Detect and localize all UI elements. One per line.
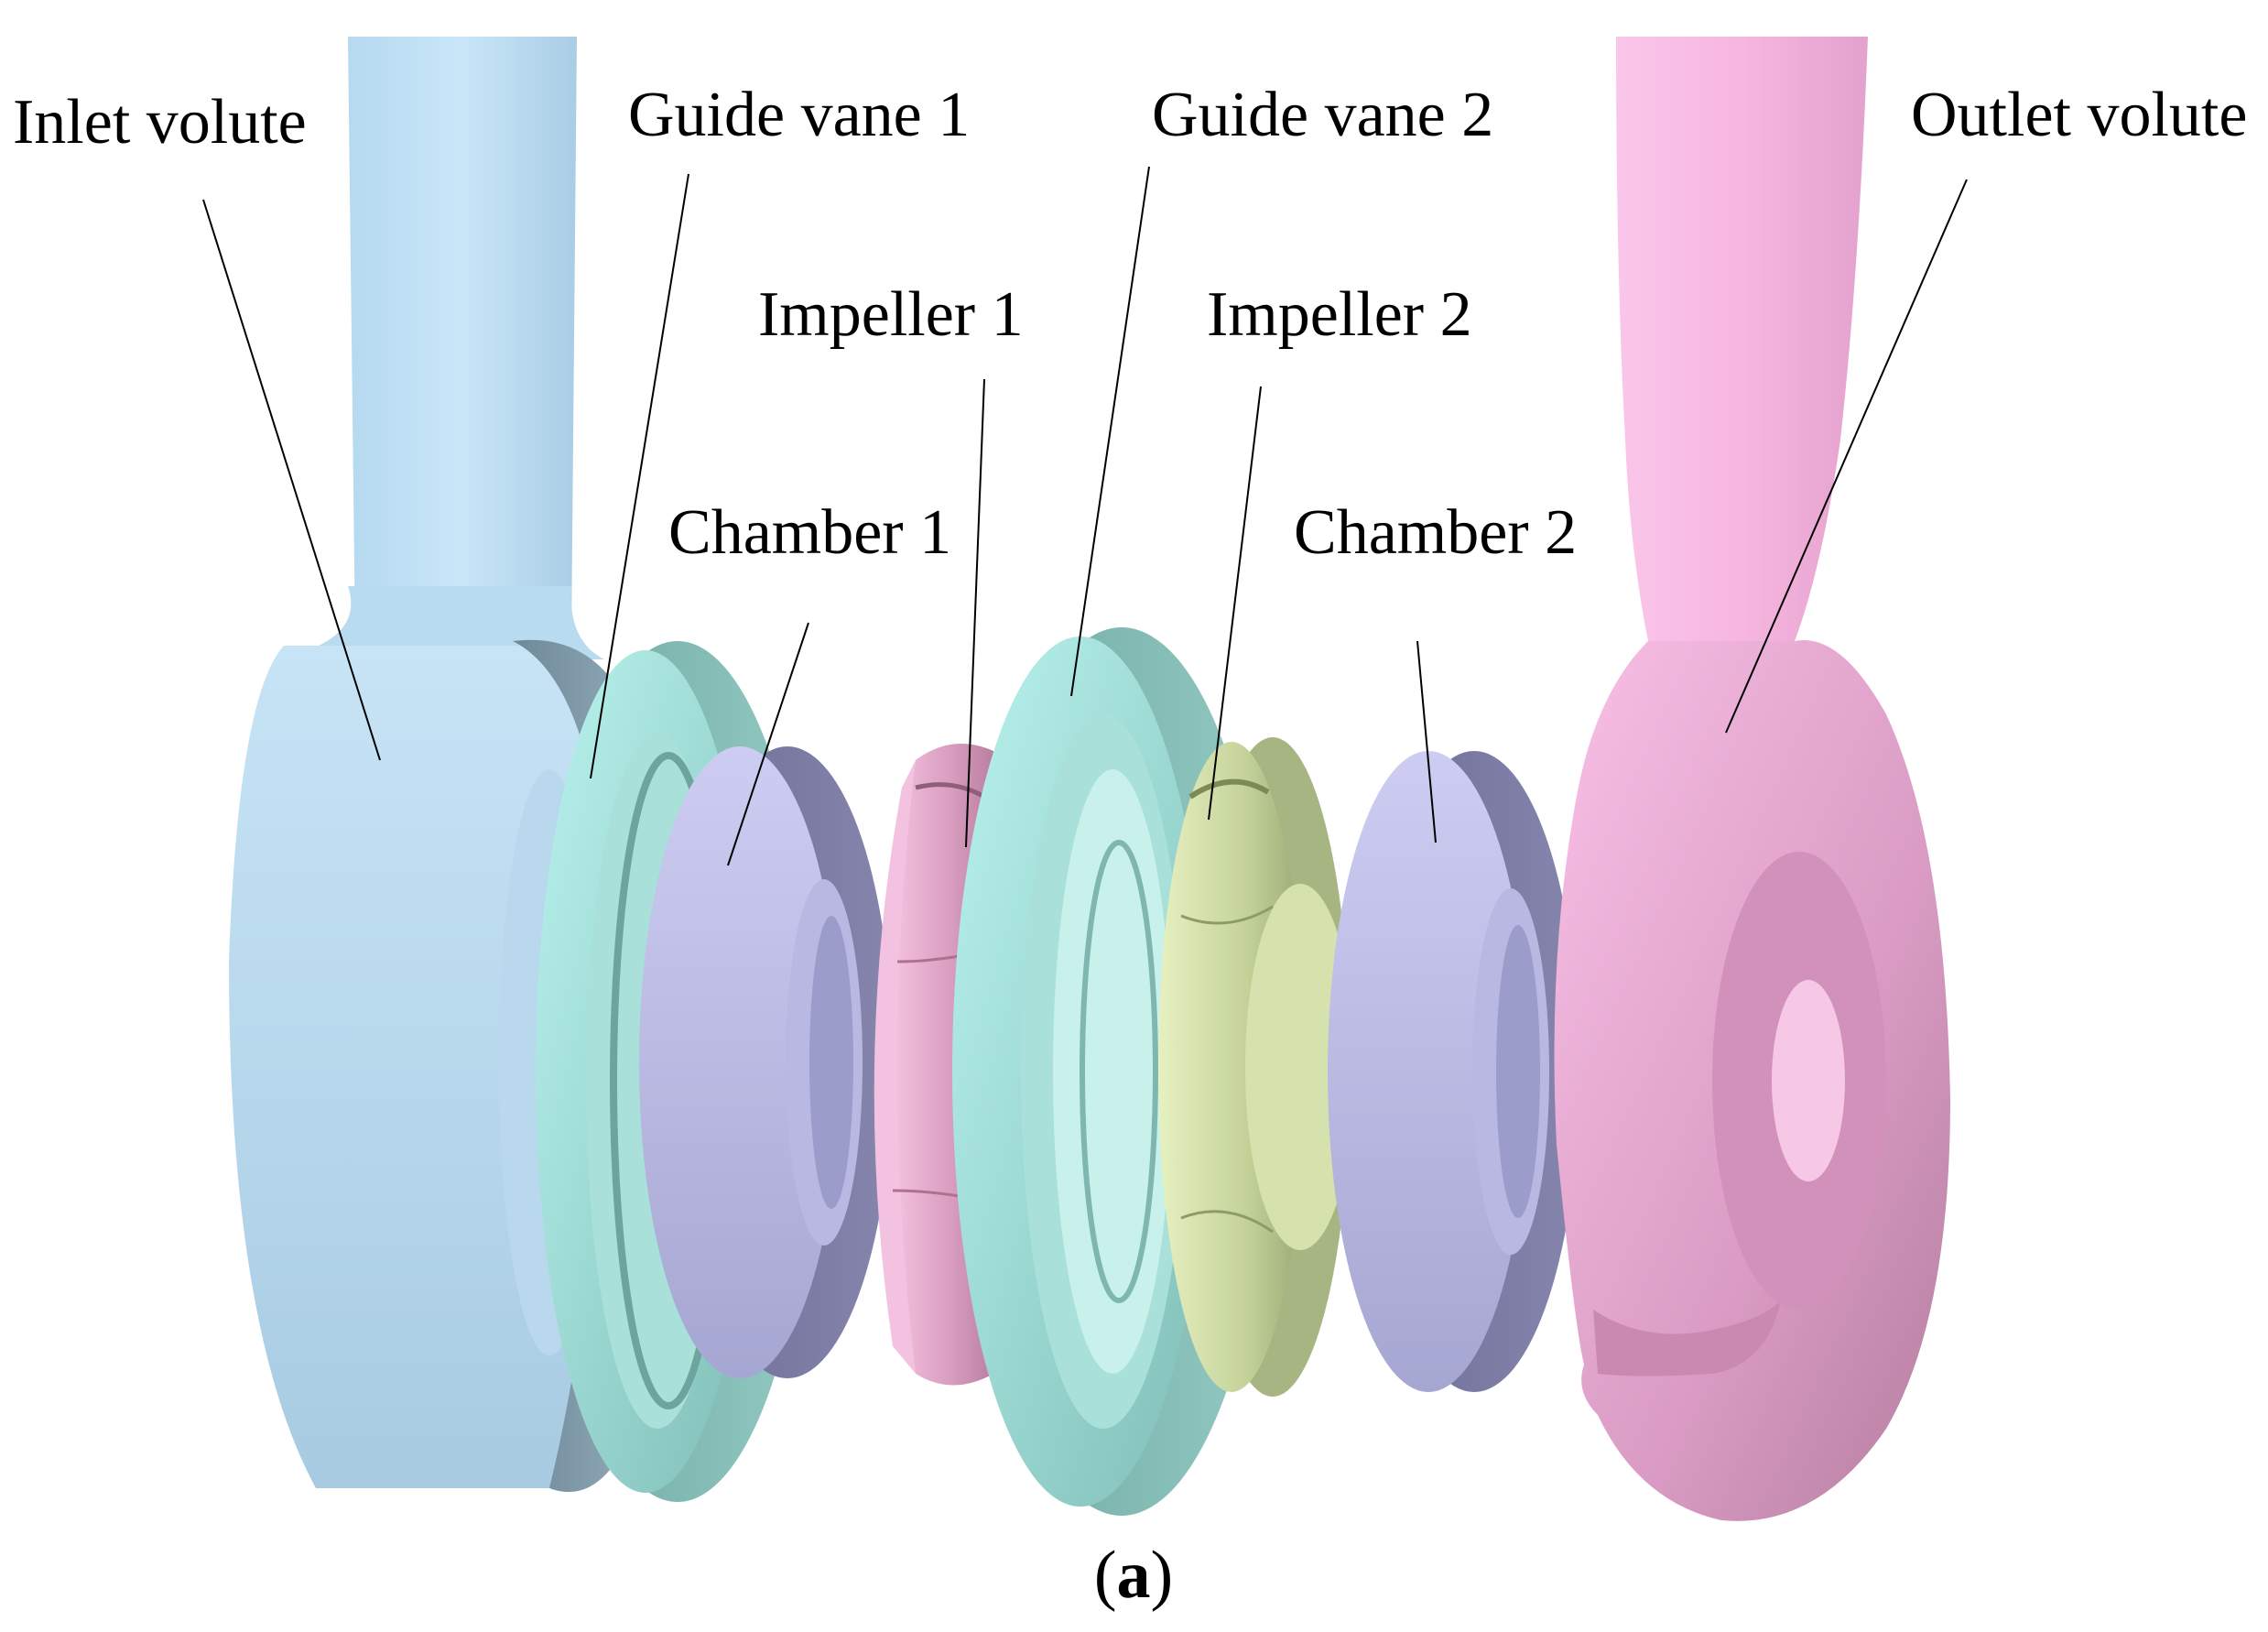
label-inlet-volute: Inlet volute	[13, 87, 307, 158]
leader-chamber-1	[727, 622, 809, 866]
figure-caption: (a)	[1094, 1538, 1173, 1613]
leader-inlet-volute	[202, 199, 381, 761]
label-guide-vane-1: Guide vane 1	[628, 80, 970, 150]
label-outlet-volute: Outlet volute	[1911, 80, 2247, 150]
chamber-1-shape	[639, 746, 893, 1378]
outlet-volute-shape	[1554, 37, 1950, 1521]
label-impeller-2: Impeller 2	[1207, 279, 1472, 350]
leader-outlet-volute	[1725, 179, 1968, 734]
labels: Inlet volute Guide vane 1 Guide vane 2 O…	[13, 80, 2247, 568]
leader-lines	[202, 166, 1968, 866]
leader-impeller-2	[1208, 386, 1262, 821]
leader-guide-vane-2	[1070, 166, 1150, 697]
chamber-2-shape	[1328, 751, 1579, 1392]
label-guide-vane-2: Guide vane 2	[1152, 80, 1493, 150]
impeller-2-shape	[1158, 737, 1355, 1397]
label-impeller-1: Impeller 1	[758, 279, 1024, 350]
leader-chamber-2	[1416, 640, 1437, 843]
label-chamber-2: Chamber 2	[1294, 497, 1577, 568]
leader-guide-vane-1	[590, 173, 689, 779]
label-chamber-1: Chamber 1	[668, 497, 951, 568]
leader-impeller-1	[965, 378, 985, 848]
